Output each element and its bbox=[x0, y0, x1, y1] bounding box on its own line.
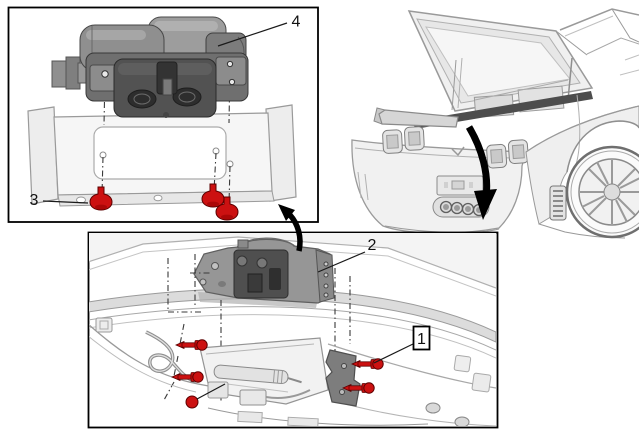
body-side bbox=[525, 8, 639, 239]
latch-actuator-assembly bbox=[51, 16, 249, 118]
callout-1: 1 bbox=[417, 331, 426, 348]
fastener-pin bbox=[201, 183, 225, 208]
callout-3-leader bbox=[42, 200, 89, 204]
fastener-leader bbox=[196, 383, 226, 400]
callout-4: 4 bbox=[292, 14, 301, 31]
fastener-bolt bbox=[351, 358, 384, 370]
hatch-fasteners bbox=[171, 339, 384, 409]
latch-striker-bracket bbox=[193, 237, 335, 308]
callout-4-leader bbox=[217, 22, 288, 47]
rear-hatch-open bbox=[407, 10, 594, 112]
rear-wheel bbox=[565, 120, 639, 239]
fastener-pin bbox=[89, 186, 113, 211]
callout-3: 3 bbox=[30, 192, 39, 209]
tail-lamps-right bbox=[486, 139, 529, 169]
callout-1-leader bbox=[373, 343, 414, 364]
fastener-bolt bbox=[175, 339, 208, 351]
fastener-bolt bbox=[342, 382, 375, 394]
vehicle-overview bbox=[351, 8, 639, 239]
corvette-emblem-icon bbox=[451, 146, 465, 157]
fastener-head bbox=[185, 395, 199, 409]
latch-detail-view: 4 3 bbox=[7, 6, 319, 223]
detail-link-arrow-icon bbox=[278, 204, 303, 252]
rear-fascia bbox=[351, 126, 529, 234]
rear-spoiler bbox=[373, 107, 459, 128]
hatch-detail-view: 2 1 bbox=[87, 231, 499, 429]
tail-lamps-left bbox=[382, 126, 425, 154]
callout-2: 2 bbox=[368, 237, 377, 254]
callout-1-box bbox=[412, 325, 431, 351]
latch-fasteners bbox=[89, 183, 239, 221]
fastener-bolt bbox=[171, 371, 204, 383]
callout-2-leader bbox=[317, 251, 366, 273]
release-actuator-mechanism bbox=[199, 337, 329, 406]
motion-arrow-icon bbox=[465, 125, 497, 220]
latch-mounting-bracket bbox=[27, 104, 297, 207]
fastener-pin bbox=[215, 196, 239, 221]
